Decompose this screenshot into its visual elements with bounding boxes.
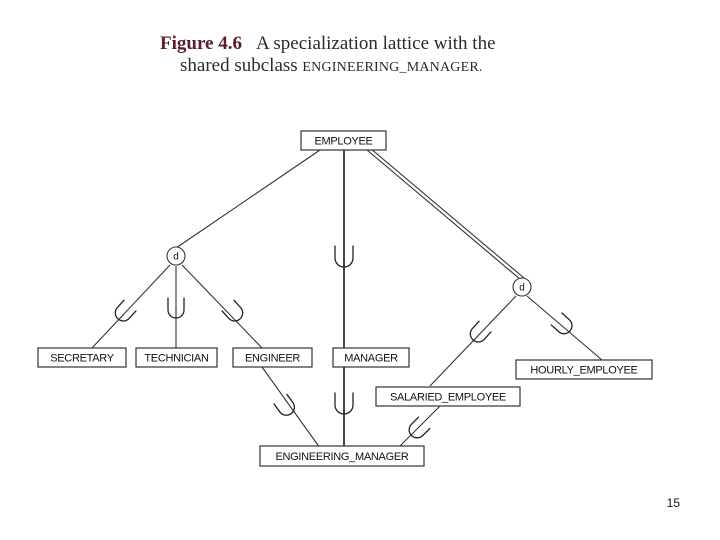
edge-employee-to-d2-a: [366, 149, 522, 281]
subset-icon-salaried: [469, 320, 492, 343]
disjoint-label: d: [173, 252, 179, 263]
edge-salaried-to-engmgr: [397, 405, 441, 449]
entity-label: MANAGER: [344, 353, 398, 365]
edge-d1-to-engineer: [181, 264, 263, 349]
entity-label: HOURLY_EMPLOYEE: [530, 365, 637, 377]
entity-label: ENGINEERING_MANAGER: [275, 451, 408, 463]
entity-label: ENGINEER: [245, 353, 300, 365]
edge-employee-to-d1: [175, 149, 321, 249]
entity-engineer: ENGINEER: [232, 347, 313, 368]
figure-number: Figure 4.6: [160, 33, 242, 54]
entity-label: SECRETARY: [50, 353, 114, 365]
entity-technician: TECHNICIAN: [135, 347, 218, 368]
subset-icon-manager: [334, 245, 354, 268]
disjoint-node-pay-method: d: [512, 277, 532, 297]
subset-icon-engineer: [221, 299, 244, 322]
subset-icon-engmgr-from-salaried: [408, 416, 431, 439]
caption-class-name: ENGINEERING_MANAGER.: [302, 60, 483, 75]
entity-secretary: SECRETARY: [37, 347, 127, 368]
caption-title: A specialization lattice with the: [255, 33, 496, 54]
entity-engineering-manager: ENGINEERING_MANAGER: [259, 445, 425, 467]
page-number: 15: [666, 496, 680, 510]
subset-icon-technician: [167, 297, 185, 319]
entity-label: EMPLOYEE: [314, 136, 372, 148]
entity-hourly-employee: HOURLY_EMPLOYEE: [515, 359, 653, 380]
disjoint-node-job-type: d: [166, 246, 186, 266]
subset-icon-engmgr-from-manager: [334, 392, 354, 415]
disjoint-label: d: [519, 283, 525, 294]
edge-employee-to-d2-b: [369, 147, 525, 279]
entity-employee: EMPLOYEE: [300, 130, 387, 151]
caption-line-1: Figure 4.6 A specialization lattice with …: [160, 33, 600, 55]
edge-engineer-to-engmgr: [261, 366, 321, 449]
entity-manager: MANAGER: [332, 347, 410, 368]
caption-subtitle: shared subclass: [180, 55, 298, 76]
figure-caption: Figure 4.6 A specialization lattice with …: [160, 33, 600, 79]
edge-d2-to-hourly: [526, 295, 603, 361]
subset-icon-secretary: [114, 299, 137, 322]
subset-icon-engmgr-from-engineer: [273, 393, 295, 416]
entity-salaried-employee: SALARIED_EMPLOYEE: [375, 386, 521, 407]
edge-d2-to-salaried: [429, 295, 517, 387]
subset-icon-hourly: [550, 312, 573, 335]
entity-label: SALARIED_EMPLOYEE: [390, 392, 506, 404]
entity-label: TECHNICIAN: [144, 353, 209, 365]
edge-d1-to-secretary: [91, 264, 171, 349]
caption-line-2: shared subclass ENGINEERING_MANAGER.: [180, 55, 600, 79]
